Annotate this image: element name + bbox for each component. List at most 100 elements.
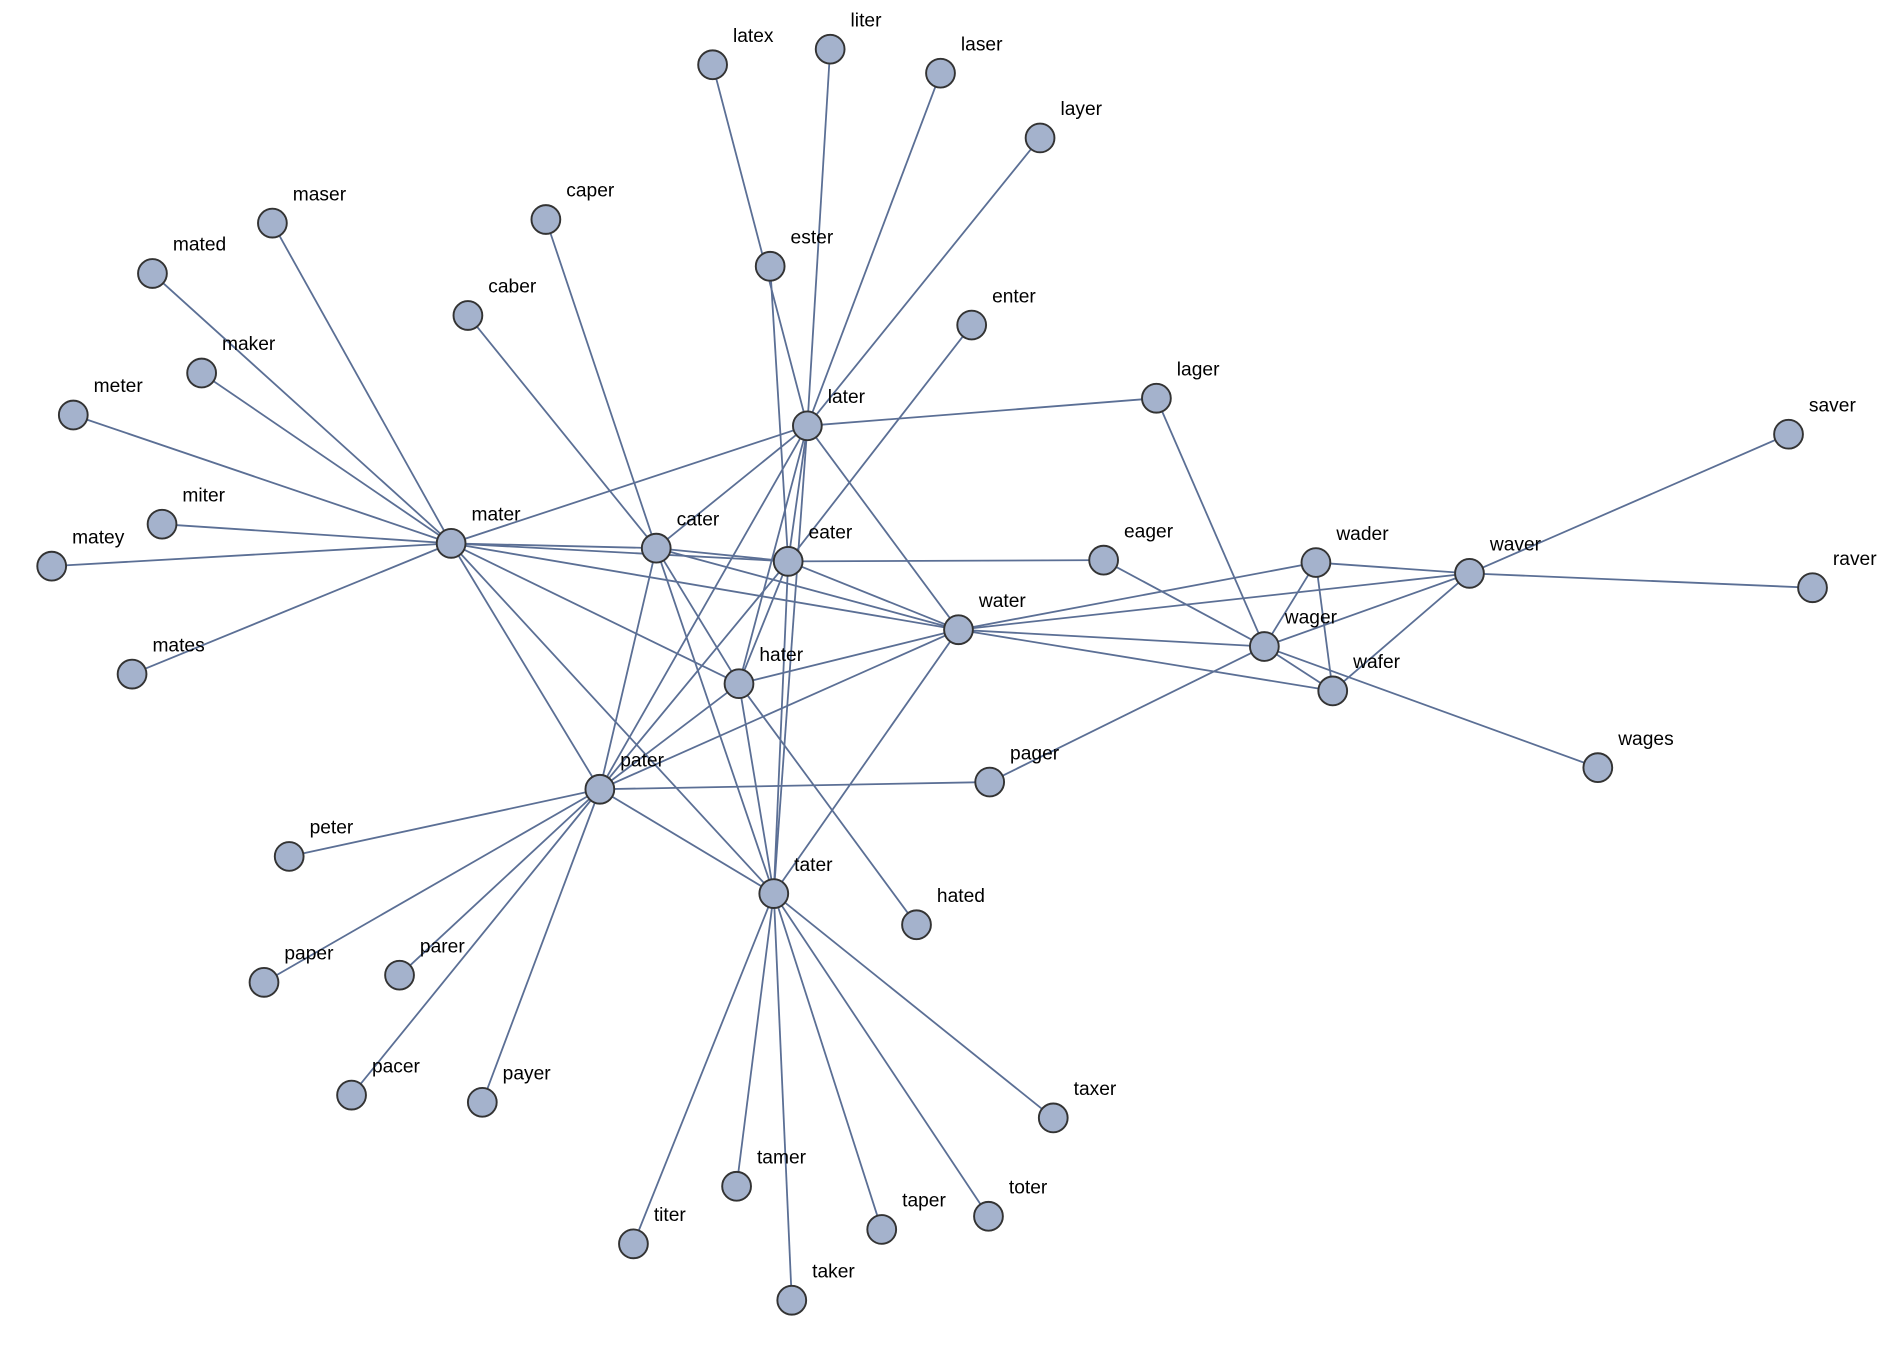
edge-parer-pater	[398, 788, 601, 976]
node-circle	[530, 204, 562, 235]
node-label: mates	[152, 635, 204, 656]
node-label: titer	[654, 1205, 687, 1226]
node-taper: taper	[866, 1191, 946, 1245]
node-label: wages	[1617, 729, 1673, 750]
node-label: raver	[1833, 549, 1877, 570]
edge-pager-wager	[989, 645, 1265, 783]
edge-later-tater	[772, 425, 809, 894]
node-label: pacer	[372, 1056, 421, 1077]
node-label: eager	[1124, 521, 1174, 542]
node-tamer: tamer	[721, 1147, 807, 1202]
node-titer: titer	[618, 1205, 687, 1260]
edge-laser-later	[806, 72, 942, 427]
node-circle	[901, 909, 932, 941]
node-label: maker	[222, 334, 276, 355]
edge-later-water	[806, 425, 960, 631]
node-circle	[584, 773, 616, 805]
edge-liter-later	[806, 49, 832, 426]
node-label: eater	[809, 523, 853, 544]
edge-cater-hater	[655, 547, 740, 685]
edge-meter-mater	[72, 414, 452, 545]
node-circle	[336, 1079, 367, 1111]
edge-lager-later	[807, 397, 1157, 427]
node-label: payer	[503, 1064, 552, 1085]
edge-cater-pater	[598, 547, 658, 790]
edge-lager-wager	[1155, 397, 1266, 647]
edge-mater-tater	[450, 542, 775, 895]
edge-pater-tater	[599, 788, 775, 895]
node-circle	[146, 508, 178, 540]
node-label: miter	[182, 485, 225, 506]
edge-eater-hater	[738, 561, 790, 685]
node-laser: laser	[925, 34, 1003, 89]
node-circle	[186, 357, 217, 389]
node-tater: tater	[758, 855, 833, 909]
edge-water-waver	[958, 572, 1470, 631]
edge-enter-eater	[787, 324, 973, 562]
node-circle	[1024, 122, 1056, 154]
edge-later-eater	[787, 425, 809, 562]
node-payer: payer	[466, 1064, 552, 1118]
node-label: wager	[1284, 608, 1338, 629]
edge-titer-tater	[632, 893, 775, 1245]
node-label: meter	[94, 376, 144, 397]
node-latex: latex	[697, 26, 774, 81]
node-label: taxer	[1074, 1079, 1117, 1100]
edge-mater-water	[450, 542, 959, 631]
node-circle	[36, 550, 68, 582]
node-layer: layer	[1024, 99, 1103, 154]
node-circle	[956, 309, 988, 341]
node-circle	[1797, 572, 1828, 604]
edge-latex-later	[711, 64, 809, 427]
node-label: paper	[284, 944, 334, 965]
node-circle	[1582, 752, 1614, 784]
node-taxer: taxer	[1037, 1079, 1117, 1134]
node-ester: ester	[754, 227, 834, 282]
node-miter: miter	[146, 485, 226, 540]
node-label: laser	[961, 34, 1003, 55]
node-waver: waver	[1454, 535, 1542, 589]
node-peter: peter	[273, 818, 354, 872]
node-circle	[792, 410, 823, 442]
edge-raver-waver	[1469, 572, 1813, 589]
edge-mated-mater	[151, 272, 452, 545]
node-label: hated	[937, 886, 985, 907]
node-circle	[1141, 382, 1172, 414]
node-circle	[248, 967, 280, 998]
node-label: wader	[1335, 524, 1389, 545]
node-label: caber	[488, 277, 537, 298]
node-later: later	[792, 387, 866, 442]
node-label: tater	[794, 855, 833, 876]
node-hated: hated	[901, 886, 985, 941]
edge-later-cater	[655, 425, 808, 549]
node-circle	[758, 878, 790, 909]
edge-caper-cater	[545, 219, 658, 549]
node-matey: matey	[36, 527, 125, 582]
node-pager: pager	[974, 743, 1060, 798]
node-meter: meter	[57, 376, 144, 431]
node-label: later	[828, 387, 866, 408]
node-mated: mated	[137, 235, 226, 289]
node-label: saver	[1809, 395, 1857, 416]
node-cater: cater	[640, 509, 720, 564]
node-caber: caber	[452, 277, 537, 331]
node-caper: caper	[530, 181, 615, 235]
edge-water-tater	[773, 629, 960, 895]
node-label: mated	[173, 235, 226, 256]
node-circle	[57, 399, 89, 431]
node-pacer: pacer	[336, 1056, 421, 1111]
node-label: matey	[72, 527, 125, 548]
node-circle	[866, 1214, 898, 1245]
node-label: mater	[472, 505, 522, 526]
edge-taker-tater	[772, 893, 793, 1301]
edge-water-pater	[599, 628, 959, 791]
edge-waver-wager	[1264, 572, 1470, 648]
node-circle	[697, 49, 728, 81]
edge-water-wager	[958, 628, 1265, 648]
edge-eater-water	[787, 560, 959, 631]
edge-matey-mater	[51, 542, 452, 568]
node-label: pager	[1010, 743, 1060, 764]
node-circle	[973, 1200, 1004, 1232]
node-circle	[814, 33, 846, 65]
